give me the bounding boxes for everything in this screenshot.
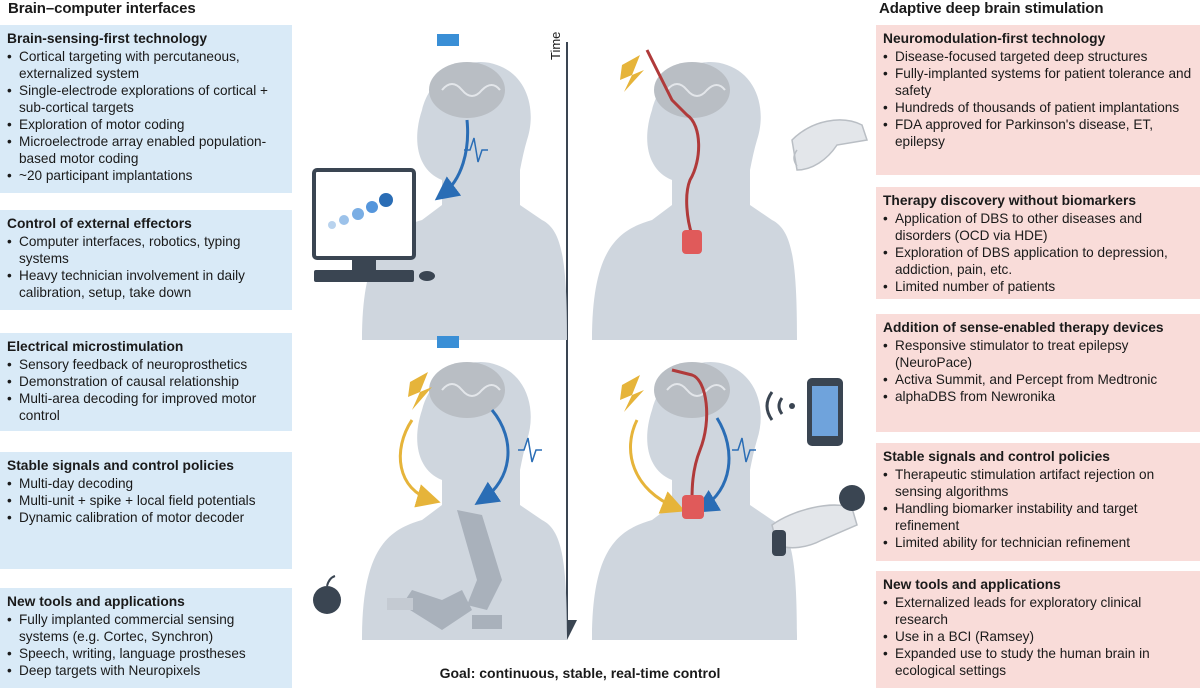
bci-box-microstimulation: Electrical microstimulation Sensory feed… [0,333,292,431]
list-item: Speech, writing, language prostheses [7,645,286,662]
box-title: Neuromodulation-first technology [883,31,1106,46]
list-item: Disease-focused targeted deep structures [883,48,1194,65]
dbs-box-neuromodulation: Neuromodulation-first technology Disease… [876,25,1200,175]
dbs-box-new-tools: New tools and applications Externalized … [876,571,1200,688]
list-item: Single-electrode explorations of cortica… [7,82,286,116]
list-item: Fully-implanted systems for patient tole… [883,65,1194,99]
list-item: ~20 participant implantations [7,167,286,184]
dbs-box-sense-enabled: Addition of sense-enabled therapy device… [876,314,1200,432]
box-list: Computer interfaces, robotics, typing sy… [7,233,286,301]
bci-person-bottom [362,336,567,640]
box-title: Brain-sensing-first technology [7,31,208,46]
box-title: Addition of sense-enabled therapy device… [883,320,1164,335]
box-list: Sensory feedback of neuroprosthetics Dem… [7,356,286,424]
list-item: Handling biomarker instability and targe… [883,500,1194,534]
box-list: Application of DBS to other diseases and… [883,210,1194,295]
box-list: Responsive stimulator to treat epilepsy … [883,337,1194,405]
dbs-box-stable-signals: Stable signals and control policies Ther… [876,443,1200,561]
dbs-person-bottom [592,362,797,640]
robotic-arm-icon [313,510,502,630]
list-item: Activa Summit, and Percept from Medtroni… [883,371,1194,388]
box-title: Electrical microstimulation [7,339,184,354]
list-item: Externalized leads for exploratory clini… [883,594,1194,628]
list-item: Cortical targeting with percutaneous, ex… [7,48,286,82]
bci-box-external-effectors: Control of external effectors Computer i… [0,210,292,310]
list-item: Limited ability for technician refinemen… [883,534,1194,551]
hand-apple-icon [771,485,865,556]
bci-heading: Brain–computer interfaces [8,0,196,17]
bci-box-brain-sensing: Brain-sensing-first technology Cortical … [0,25,292,193]
list-item: Use in a BCI (Ramsey) [883,628,1194,645]
list-item: Multi-unit + spike + local field potenti… [7,492,286,509]
dbs-heading: Adaptive deep brain stimulation [879,0,1104,17]
list-item: Dynamic calibration of motor decoder [7,509,286,526]
list-item: Fully implanted commercial sensing syste… [7,611,286,645]
list-item: Application of DBS to other diseases and… [883,210,1194,244]
box-title: New tools and applications [7,594,185,609]
list-item: Sensory feedback of neuroprosthetics [7,356,286,373]
monitor-icon [312,168,435,282]
list-item: Hundreds of thousands of patient implant… [883,99,1194,116]
bci-box-new-tools: New tools and applications Fully implant… [0,588,292,688]
list-item: Exploration of motor coding [7,116,286,133]
list-item: Deep targets with Neuropixels [7,662,286,679]
illustration [312,34,868,640]
list-item: Microelectrode array enabled population-… [7,133,286,167]
list-item: Responsive stimulator to treat epilepsy … [883,337,1194,371]
box-list: Cortical targeting with percutaneous, ex… [7,48,286,184]
box-title: Stable signals and control policies [7,458,234,473]
hand-icon [791,119,868,171]
dbs-box-therapy-discovery: Therapy discovery without biomarkers App… [876,187,1200,299]
list-item: Multi-area decoding for improved motor c… [7,390,286,424]
box-title: Therapy discovery without biomarkers [883,193,1137,208]
list-item: FDA approved for Parkinson's disease, ET… [883,116,1194,150]
box-title: New tools and applications [883,577,1061,592]
box-title: Control of external effectors [7,216,192,231]
dbs-person-top [592,49,797,340]
box-list: Externalized leads for exploratory clini… [883,594,1194,679]
list-item: Heavy technician involvement in daily ca… [7,267,286,301]
box-list: Fully implanted commercial sensing syste… [7,611,286,679]
list-item: Exploration of DBS application to depres… [883,244,1194,278]
list-item: Computer interfaces, robotics, typing sy… [7,233,286,267]
box-list: Multi-day decoding Multi-unit + spike + … [7,475,286,526]
box-list: Disease-focused targeted deep structures… [883,48,1194,150]
box-list: Therapeutic stimulation artifact rejecti… [883,466,1194,551]
list-item: Demonstration of causal relationship [7,373,286,390]
bci-box-stable-signals: Stable signals and control policies Mult… [0,452,292,569]
list-item: Limited number of patients [883,278,1194,295]
time-label: Time [548,31,563,60]
goal-caption: Goal: continuous, stable, real-time cont… [439,665,721,681]
box-title: Stable signals and control policies [883,449,1110,464]
list-item: Therapeutic stimulation artifact rejecti… [883,466,1194,500]
phone-icon [765,378,843,446]
list-item: Expanded use to study the human brain in… [883,645,1194,679]
list-item: Multi-day decoding [7,475,286,492]
list-item: alphaDBS from Newronika [883,388,1194,405]
